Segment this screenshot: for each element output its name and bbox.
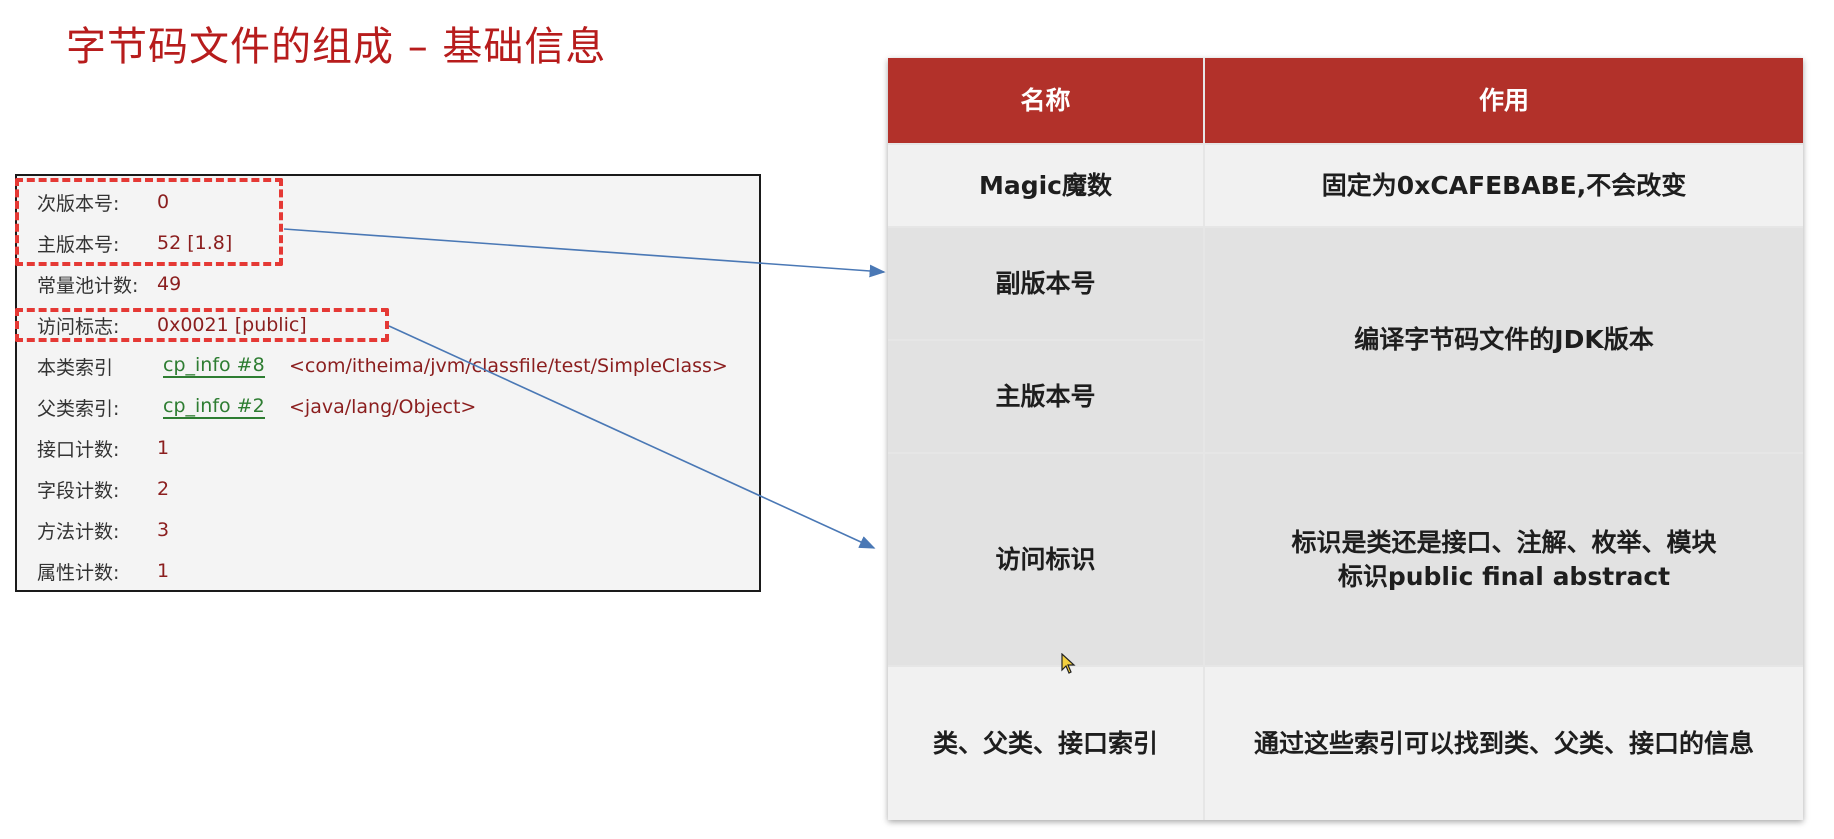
info-label: 方法计数: xyxy=(37,520,120,543)
info-value: 1 xyxy=(157,560,170,582)
info-label: 字段计数: xyxy=(37,479,120,502)
cell-name-class-indexes: 类、父类、接口索引 xyxy=(888,667,1203,820)
info-value: 0x0021 [public] xyxy=(157,314,307,336)
cell-name-magic: Magic魔数 xyxy=(888,145,1203,226)
cell-purpose-magic: 固定为0xCAFEBABE,不会改变 xyxy=(1205,145,1803,226)
info-label: 父类索引: xyxy=(37,397,120,420)
cell-purpose-version: 编译字节码文件的JDK版本 xyxy=(1205,228,1803,452)
cp-info-link[interactable]: cp_info #2 xyxy=(163,395,265,419)
mouse-cursor-icon xyxy=(1061,653,1076,674)
info-label: 次版本号: xyxy=(37,192,120,215)
header-name: 名称 xyxy=(888,58,1203,143)
cell-name-major-version: 主版本号 xyxy=(888,341,1203,452)
info-value: 49 xyxy=(157,273,182,295)
info-label: 常量池计数: xyxy=(37,274,139,297)
purpose-line: 标识public final abstract xyxy=(1337,561,1671,591)
info-label: 访问标志: xyxy=(37,315,120,338)
cp-info-link[interactable]: cp_info #8 xyxy=(163,354,265,378)
info-value: 3 xyxy=(157,519,170,541)
info-label: 主版本号: xyxy=(37,233,120,256)
info-value: 52 [1.8] xyxy=(157,232,233,254)
info-value: 0 xyxy=(157,191,170,213)
slide-title: 字节码文件的组成 – 基础信息 xyxy=(66,24,607,70)
bytecode-basic-info-table: 名称 作用 Magic魔数 固定为0xCAFEBABE,不会改变 副版本号 主版… xyxy=(888,58,1803,820)
info-value: 1 xyxy=(157,437,170,459)
cell-name-minor-version: 副版本号 xyxy=(888,228,1203,339)
info-label: 本类索引 xyxy=(37,356,114,379)
info-label: 接口计数: xyxy=(37,438,120,461)
cell-name-access-flags: 访问标识 xyxy=(888,454,1203,665)
info-label: 属性计数: xyxy=(37,561,120,584)
access-flags-highlight-box xyxy=(15,308,389,342)
header-purpose: 作用 xyxy=(1205,58,1803,143)
cell-purpose-class-indexes: 通过这些索引可以找到类、父类、接口的信息 xyxy=(1205,667,1803,820)
version-highlight-box xyxy=(15,178,283,266)
cell-purpose-access-flags: 标识是类还是接口、注解、枚举、模块 标识public final abstrac… xyxy=(1205,454,1803,665)
info-value: 2 xyxy=(157,478,170,500)
class-ref: <com/itheima/jvm/classfile/test/SimpleCl… xyxy=(289,355,728,377)
purpose-line: 标识是类还是接口、注解、枚举、模块 xyxy=(1291,527,1717,557)
class-ref: <java/lang/Object> xyxy=(289,396,477,418)
